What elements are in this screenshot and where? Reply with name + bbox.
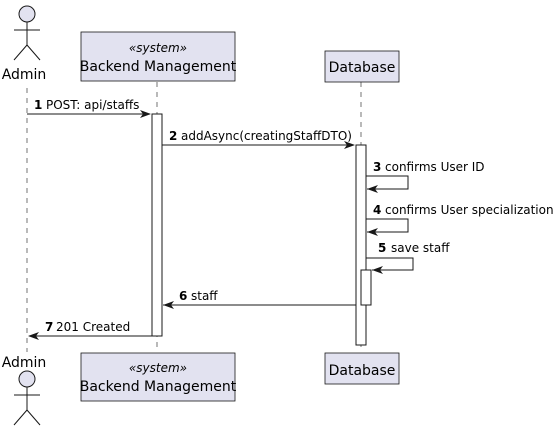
message-number: 1 xyxy=(34,98,42,112)
arrowhead-icon xyxy=(163,301,174,309)
participant-database-bottom: Database xyxy=(324,352,400,385)
message-1: 1 POST: api/staffs xyxy=(27,98,151,118)
actor-admin-bottom: Admin xyxy=(2,355,47,426)
actor-name: Admin xyxy=(2,67,47,83)
participant-backend-top: «system» Backend Management xyxy=(80,31,237,82)
message-number: 6 xyxy=(179,289,187,303)
message-2: 2 addAsync(creatingStaffDTO) xyxy=(162,129,355,149)
message-number: 5 xyxy=(378,241,386,255)
message-label: 201 Created xyxy=(56,320,130,334)
message-label: confirms User specialization xyxy=(385,203,553,217)
arrowhead-icon xyxy=(372,266,383,274)
participant-backend-bottom: «system» Backend Management xyxy=(80,352,237,402)
message-label: save staff xyxy=(391,241,450,255)
participant-name: Backend Management xyxy=(80,59,237,75)
participant-stereotype: «system» xyxy=(129,41,187,55)
actor-name: Admin xyxy=(2,355,47,371)
message-number: 3 xyxy=(373,160,381,174)
message-number: 4 xyxy=(373,203,381,217)
message-number: 7 xyxy=(45,320,53,334)
actor-admin-top: Admin xyxy=(2,5,47,83)
message-label: addAsync(creatingStaffDTO) xyxy=(181,129,352,143)
actor-figure-icon xyxy=(13,5,41,61)
activation-backend xyxy=(151,113,163,337)
participant-name: Database xyxy=(329,363,396,379)
activation-database xyxy=(355,144,367,346)
message-6: 6 staff xyxy=(163,289,356,309)
message-3: 3 confirms User ID xyxy=(366,160,485,193)
participant-database-top: Database xyxy=(324,50,400,83)
activation-database-nested xyxy=(360,269,372,306)
participant-name: Backend Management xyxy=(80,379,237,395)
arrowhead-icon xyxy=(28,332,39,340)
message-7: 7 201 Created xyxy=(28,320,152,340)
message-label: staff xyxy=(191,289,218,303)
message-4: 4 confirms User specialization xyxy=(366,203,553,236)
arrowhead-icon xyxy=(344,141,355,149)
message-number: 2 xyxy=(169,129,177,143)
message-label: POST: api/staffs xyxy=(46,98,139,112)
arrowhead-icon xyxy=(367,228,378,236)
participant-stereotype: «system» xyxy=(129,361,187,375)
message-label: confirms User ID xyxy=(385,160,485,174)
participant-name: Database xyxy=(329,60,396,76)
arrowhead-icon xyxy=(367,185,378,193)
arrowhead-icon xyxy=(140,110,151,118)
actor-figure-icon xyxy=(13,370,41,426)
message-5: 5 save staff xyxy=(366,241,450,274)
